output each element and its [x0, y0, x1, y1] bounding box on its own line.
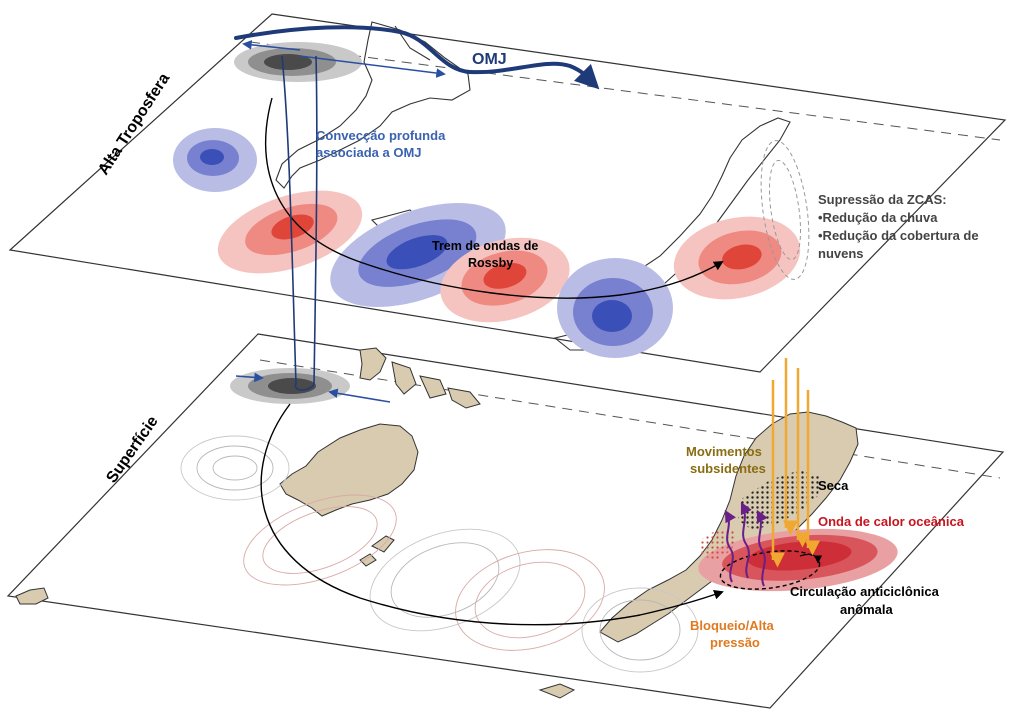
omj-divergence-arrow-west: [242, 40, 301, 51]
surface-pressure-contours: [180, 435, 699, 673]
africa-coast-land: [15, 587, 49, 605]
zcas-suppression-contours: [760, 140, 810, 280]
indonesia-islands: [359, 347, 481, 409]
upper-dashed-line: [249, 41, 1001, 141]
new-zealand-land: [371, 535, 395, 553]
zcas-label-line2: •Redução da chuva: [818, 210, 938, 225]
vertical-convection-loop: [281, 55, 318, 391]
surface-convection-blob: [230, 368, 350, 404]
convection-label-line2: associada a OMJ: [316, 145, 422, 160]
upper-convection-blob: [234, 42, 362, 82]
omj-arrow: [234, 25, 600, 90]
anticyclonic-label-line2: anômala: [840, 602, 894, 617]
subsidence-label-line2: subsidentes: [690, 461, 766, 476]
blocking-label-line2: pressão: [710, 635, 760, 650]
subsidence-arrows: [770, 358, 820, 568]
zcas-label-line1: Supressão da ZCAS:: [818, 192, 947, 207]
drought-label: Seca: [818, 478, 849, 493]
zcas-label-line3: •Redução da cobertura de: [818, 228, 979, 243]
omj-divergence-arrow-east: [299, 55, 446, 78]
heat-wavy-lines: [724, 501, 768, 587]
blocking-label-line1: Bloqueio/Alta: [690, 618, 775, 633]
rossby-label-line2: Rossby: [468, 256, 513, 270]
heatwave-label: Onda de calor oceânica: [818, 514, 965, 529]
surface-layer: [6, 333, 1005, 709]
surface-dashed-line: [259, 359, 1001, 479]
australia-land: [279, 423, 419, 517]
anticyclonic-label-line1: Circulação anticiclônica: [790, 584, 940, 599]
surface-convergence-arrow-west: [235, 372, 264, 383]
omj-label: OMJ: [472, 51, 507, 68]
upper-layer: [8, 13, 1007, 373]
subsidence-label-line1: Movimentos: [686, 444, 762, 459]
rossby-label-line1: Trem de ondas de: [432, 239, 538, 253]
anomaly-blue-1: [173, 128, 257, 192]
anomaly-red-2: [440, 237, 570, 323]
rossby-wave-arrow: [264, 97, 724, 299]
surface-convergence-arrow-east: [328, 388, 391, 403]
convection-label-line1: Convecção profunda: [316, 128, 446, 143]
anomaly-red-3: [673, 216, 801, 300]
surface-rossby-arrow: [260, 403, 724, 626]
surface-layer-plane: [6, 333, 1005, 709]
anomaly-blue-3: [557, 258, 673, 358]
zcas-label-line4: nuvens: [818, 246, 864, 261]
